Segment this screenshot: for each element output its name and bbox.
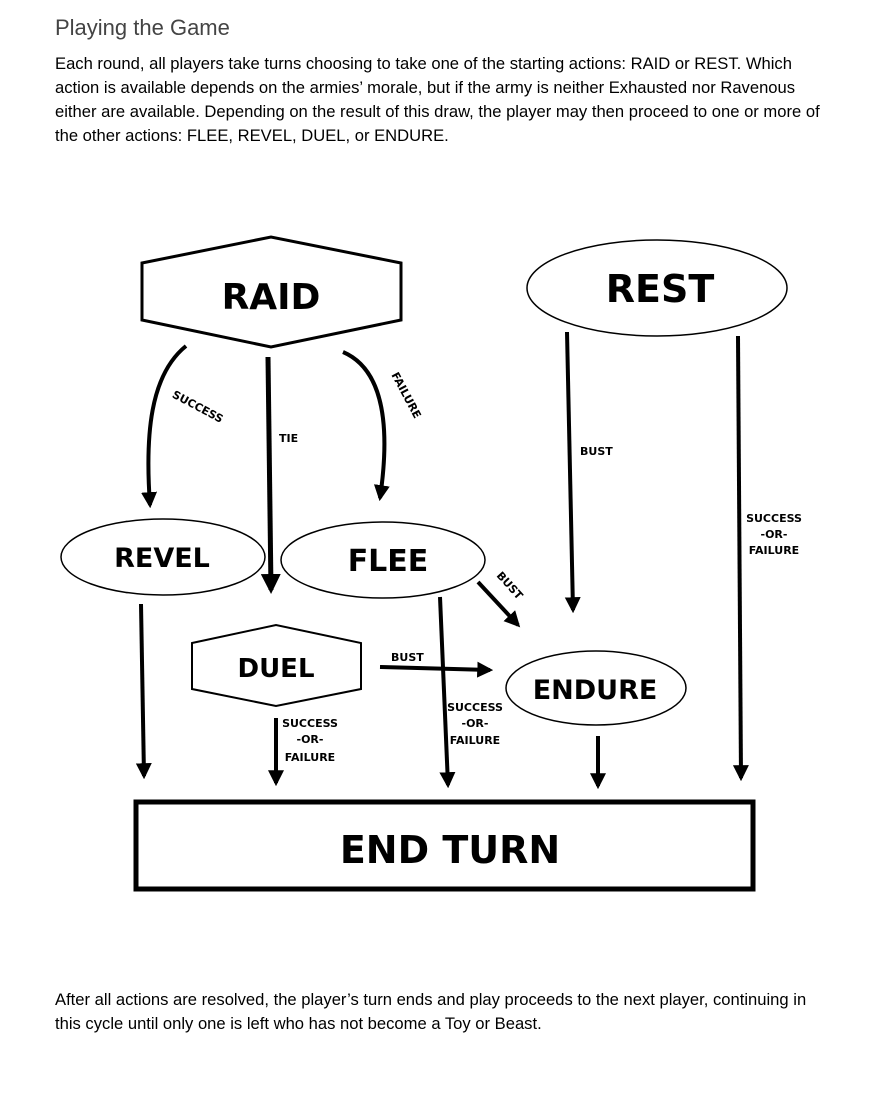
edge-raid-to-duel xyxy=(260,356,281,594)
duel-sof-line-1: SUCCESS xyxy=(282,717,338,730)
flee-sof-line-1: SUCCESS xyxy=(447,701,503,714)
rest-sof-line-1: SUCCESS xyxy=(746,512,802,525)
label-success: SUCCESS xyxy=(170,388,225,426)
raid-node-label: RAID xyxy=(222,277,321,318)
label-failure: FAILURE xyxy=(389,370,424,421)
endure-node-label: ENDURE xyxy=(533,675,658,706)
end-turn-node-label: END TURN xyxy=(340,828,560,872)
edge-flee-to-endure xyxy=(476,580,521,628)
edge-flee-to-end-turn xyxy=(438,596,456,789)
edge-duel-to-endure xyxy=(379,661,494,678)
revel-node: REVEL xyxy=(60,518,266,596)
raid-node: RAID xyxy=(140,235,403,349)
label-flee-success-or-failure: SUCCESS -OR- FAILURE xyxy=(447,701,503,747)
duel-sof-line-2: -OR- xyxy=(297,733,324,746)
outro-paragraph: After all actions are resolved, the play… xyxy=(55,990,807,1033)
flee-node-label: FLEE xyxy=(348,544,429,579)
label-rest-success-or-failure: SUCCESS -OR- FAILURE xyxy=(746,512,802,557)
label-tie: TIE xyxy=(279,432,298,445)
flee-sof-line-3: FAILURE xyxy=(450,734,500,747)
intro-paragraph: Each round, all players take turns choos… xyxy=(55,54,820,145)
edge-raid-to-flee xyxy=(342,350,390,502)
revel-node-label: REVEL xyxy=(114,543,210,574)
edge-revel-to-end-turn xyxy=(135,603,152,780)
edge-rest-to-endure xyxy=(564,331,581,614)
label-duel-success-or-failure: SUCCESS -OR- FAILURE xyxy=(282,717,338,764)
label-bust-duel: BUST xyxy=(391,651,424,664)
label-bust-rest: BUST xyxy=(580,445,613,458)
label-bust-flee: BUST xyxy=(494,569,526,602)
edge-raid-to-revel xyxy=(141,344,188,509)
flee-node: FLEE xyxy=(280,521,486,599)
rest-sof-line-2: -OR- xyxy=(761,528,788,541)
flee-sof-line-2: -OR- xyxy=(462,717,489,730)
rest-node-label: REST xyxy=(606,267,715,311)
endure-node: ENDURE xyxy=(505,650,687,726)
edge-rest-to-end-turn xyxy=(732,335,749,782)
rest-node: REST xyxy=(526,239,788,337)
duel-sof-line-3: FAILURE xyxy=(285,751,335,764)
rest-sof-line-3: FAILURE xyxy=(749,544,799,557)
page-title: Playing the Game xyxy=(55,15,230,40)
end-turn-node: END TURN xyxy=(133,799,756,892)
duel-node-label: DUEL xyxy=(237,654,314,684)
duel-node: DUEL xyxy=(191,623,362,708)
